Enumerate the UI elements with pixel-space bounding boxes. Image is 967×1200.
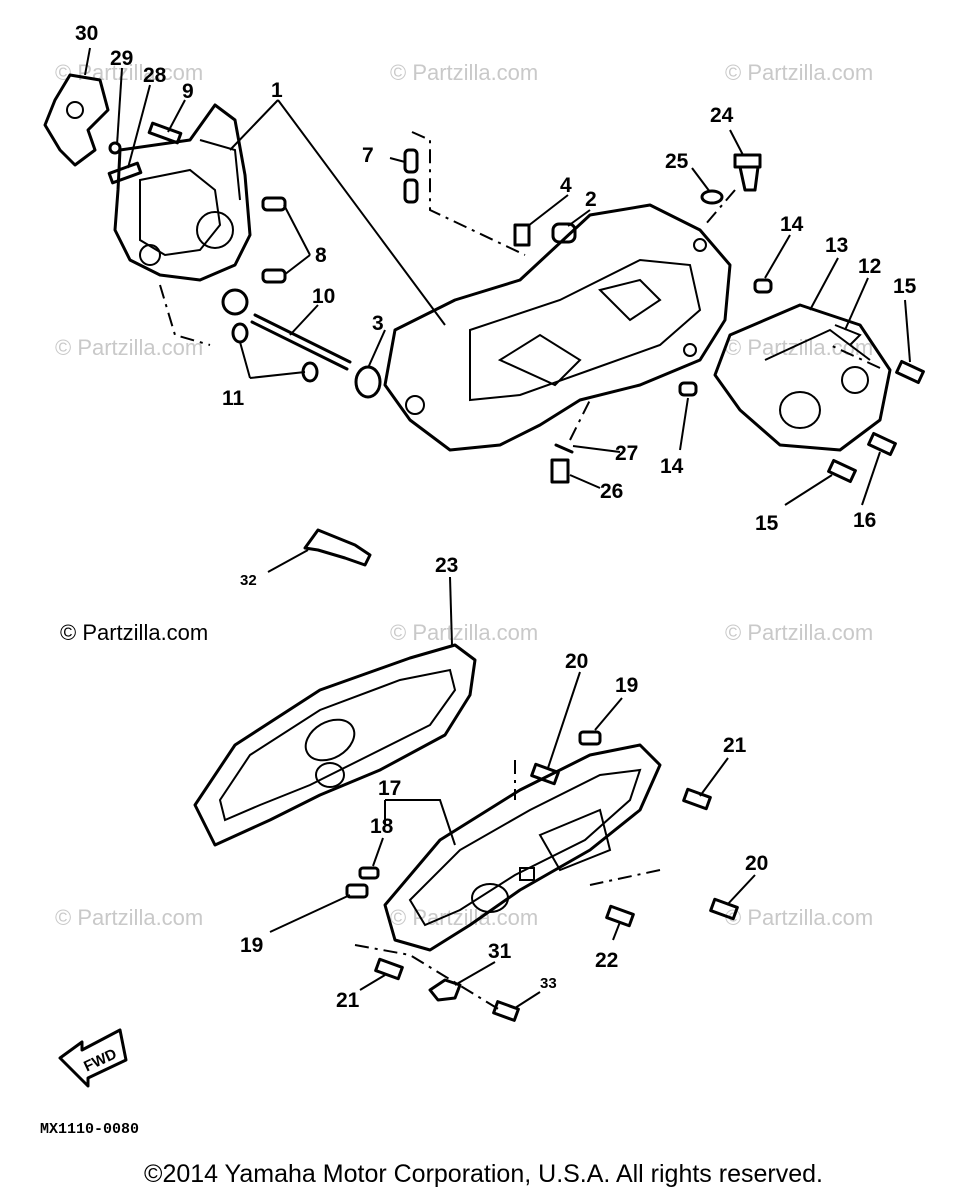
watermark: © Partzilla.com — [390, 620, 538, 645]
callout-14a: 14 — [780, 213, 804, 236]
dowel-14a — [753, 278, 773, 294]
callout-2: 2 — [585, 188, 597, 211]
dowel-18 — [358, 866, 380, 880]
callout-30: 30 — [75, 22, 98, 45]
bolt-26 — [550, 458, 570, 484]
watermark: © Partzilla.com — [55, 905, 203, 930]
callout-11: 11 — [222, 387, 245, 410]
dowel-7a — [403, 148, 419, 174]
callout-15a: 15 — [893, 275, 917, 298]
watermark: © Partzilla.com — [725, 620, 873, 645]
callout-4: 4 — [560, 174, 572, 197]
callout-12: 12 — [858, 255, 881, 278]
callout-10: 10 — [312, 285, 335, 308]
callout-labels: 30 29 28 9 1 8 10 11 7 4 2 3 24 25 14 13… — [75, 22, 917, 1012]
bolt-9 — [147, 121, 183, 145]
callout-20b: 20 — [745, 852, 768, 875]
callout-19a: 19 — [615, 674, 638, 697]
watermark: © Partzilla.com — [390, 905, 538, 930]
callout-20a: 20 — [565, 650, 588, 673]
callout-8: 8 — [315, 244, 327, 267]
bolt-33 — [492, 1000, 520, 1022]
bolt-16 — [867, 431, 897, 457]
bolt-20a — [530, 762, 560, 786]
callout-14b: 14 — [660, 455, 684, 478]
callout-27: 27 — [615, 442, 638, 465]
o-ring-11b — [301, 361, 319, 383]
callout-19b: 19 — [240, 934, 263, 957]
part-4 — [513, 223, 531, 247]
callout-3: 3 — [372, 312, 384, 335]
watermark: © Partzilla.com — [725, 60, 873, 85]
watermark: © Partzilla.com — [55, 60, 203, 85]
cover-13 — [713, 303, 892, 452]
callout-15b: 15 — [755, 512, 779, 535]
dowel-8a — [261, 196, 287, 212]
callout-17: 17 — [378, 777, 401, 800]
dowel-19a — [578, 730, 602, 746]
crankcase-left — [113, 103, 252, 346]
watermark-group: © Partzilla.com © Partzilla.com © Partzi… — [55, 60, 873, 930]
callout-9: 9 — [182, 80, 194, 103]
bolt-21a — [682, 787, 712, 811]
gasket-30 — [43, 73, 110, 167]
callout-26: 26 — [600, 480, 623, 503]
callout-33: 33 — [540, 975, 557, 992]
dowel-19b — [345, 883, 369, 899]
plug-24 — [733, 153, 762, 169]
bracket-32 — [303, 528, 372, 567]
watermark: © Partzilla.com — [725, 335, 873, 360]
bolt-15a — [895, 359, 925, 385]
copyright-notice: ©2014 Yamaha Motor Corporation, U.S.A. A… — [144, 1160, 823, 1188]
callout-24: 24 — [710, 104, 734, 127]
dowel-7b — [403, 178, 419, 204]
bolt-22 — [605, 904, 635, 928]
crankcase-right — [383, 203, 732, 452]
callout-23: 23 — [435, 554, 458, 577]
callout-13: 13 — [825, 234, 848, 257]
callout-25: 25 — [665, 150, 689, 173]
washer-29 — [108, 141, 122, 155]
bolt-28 — [107, 161, 143, 185]
callout-31: 31 — [488, 940, 512, 963]
oil-seal — [221, 288, 249, 316]
fwd-arrow-icon: FWD — [58, 1028, 128, 1088]
shaft-10 — [250, 313, 352, 371]
washer-25 — [700, 189, 724, 205]
callout-21a: 21 — [723, 734, 747, 757]
watermark: © Partzilla.com — [55, 335, 203, 360]
dowel-14b — [678, 381, 698, 397]
bolt-20b — [709, 897, 739, 921]
o-ring-11a — [231, 322, 249, 344]
callout-7: 7 — [362, 144, 374, 167]
callout-18: 18 — [370, 815, 394, 838]
callout-21b: 21 — [336, 989, 360, 1012]
callout-29: 29 — [110, 47, 133, 70]
bolt-15b — [827, 458, 857, 484]
callout-1: 1 — [271, 79, 283, 102]
callout-16: 16 — [853, 509, 876, 532]
clamp-31 — [428, 978, 462, 1002]
washer-27 — [554, 443, 574, 454]
cover-17 — [383, 743, 662, 952]
watermark: © Partzilla.com — [390, 60, 538, 85]
watermark: © Partzilla.com — [725, 905, 873, 930]
bolt-21b — [374, 957, 404, 981]
leader-lines — [84, 47, 911, 1009]
callout-32: 32 — [240, 572, 257, 589]
callout-28: 28 — [143, 64, 167, 87]
dowel-8b — [261, 268, 287, 284]
part-2 — [551, 222, 577, 244]
oil-seal-3 — [354, 365, 382, 399]
diagram-code: MX1110-0080 — [40, 1121, 139, 1138]
gasket-23 — [193, 643, 477, 847]
watermark: © Partzilla.com — [60, 620, 208, 645]
callout-22: 22 — [595, 949, 618, 972]
